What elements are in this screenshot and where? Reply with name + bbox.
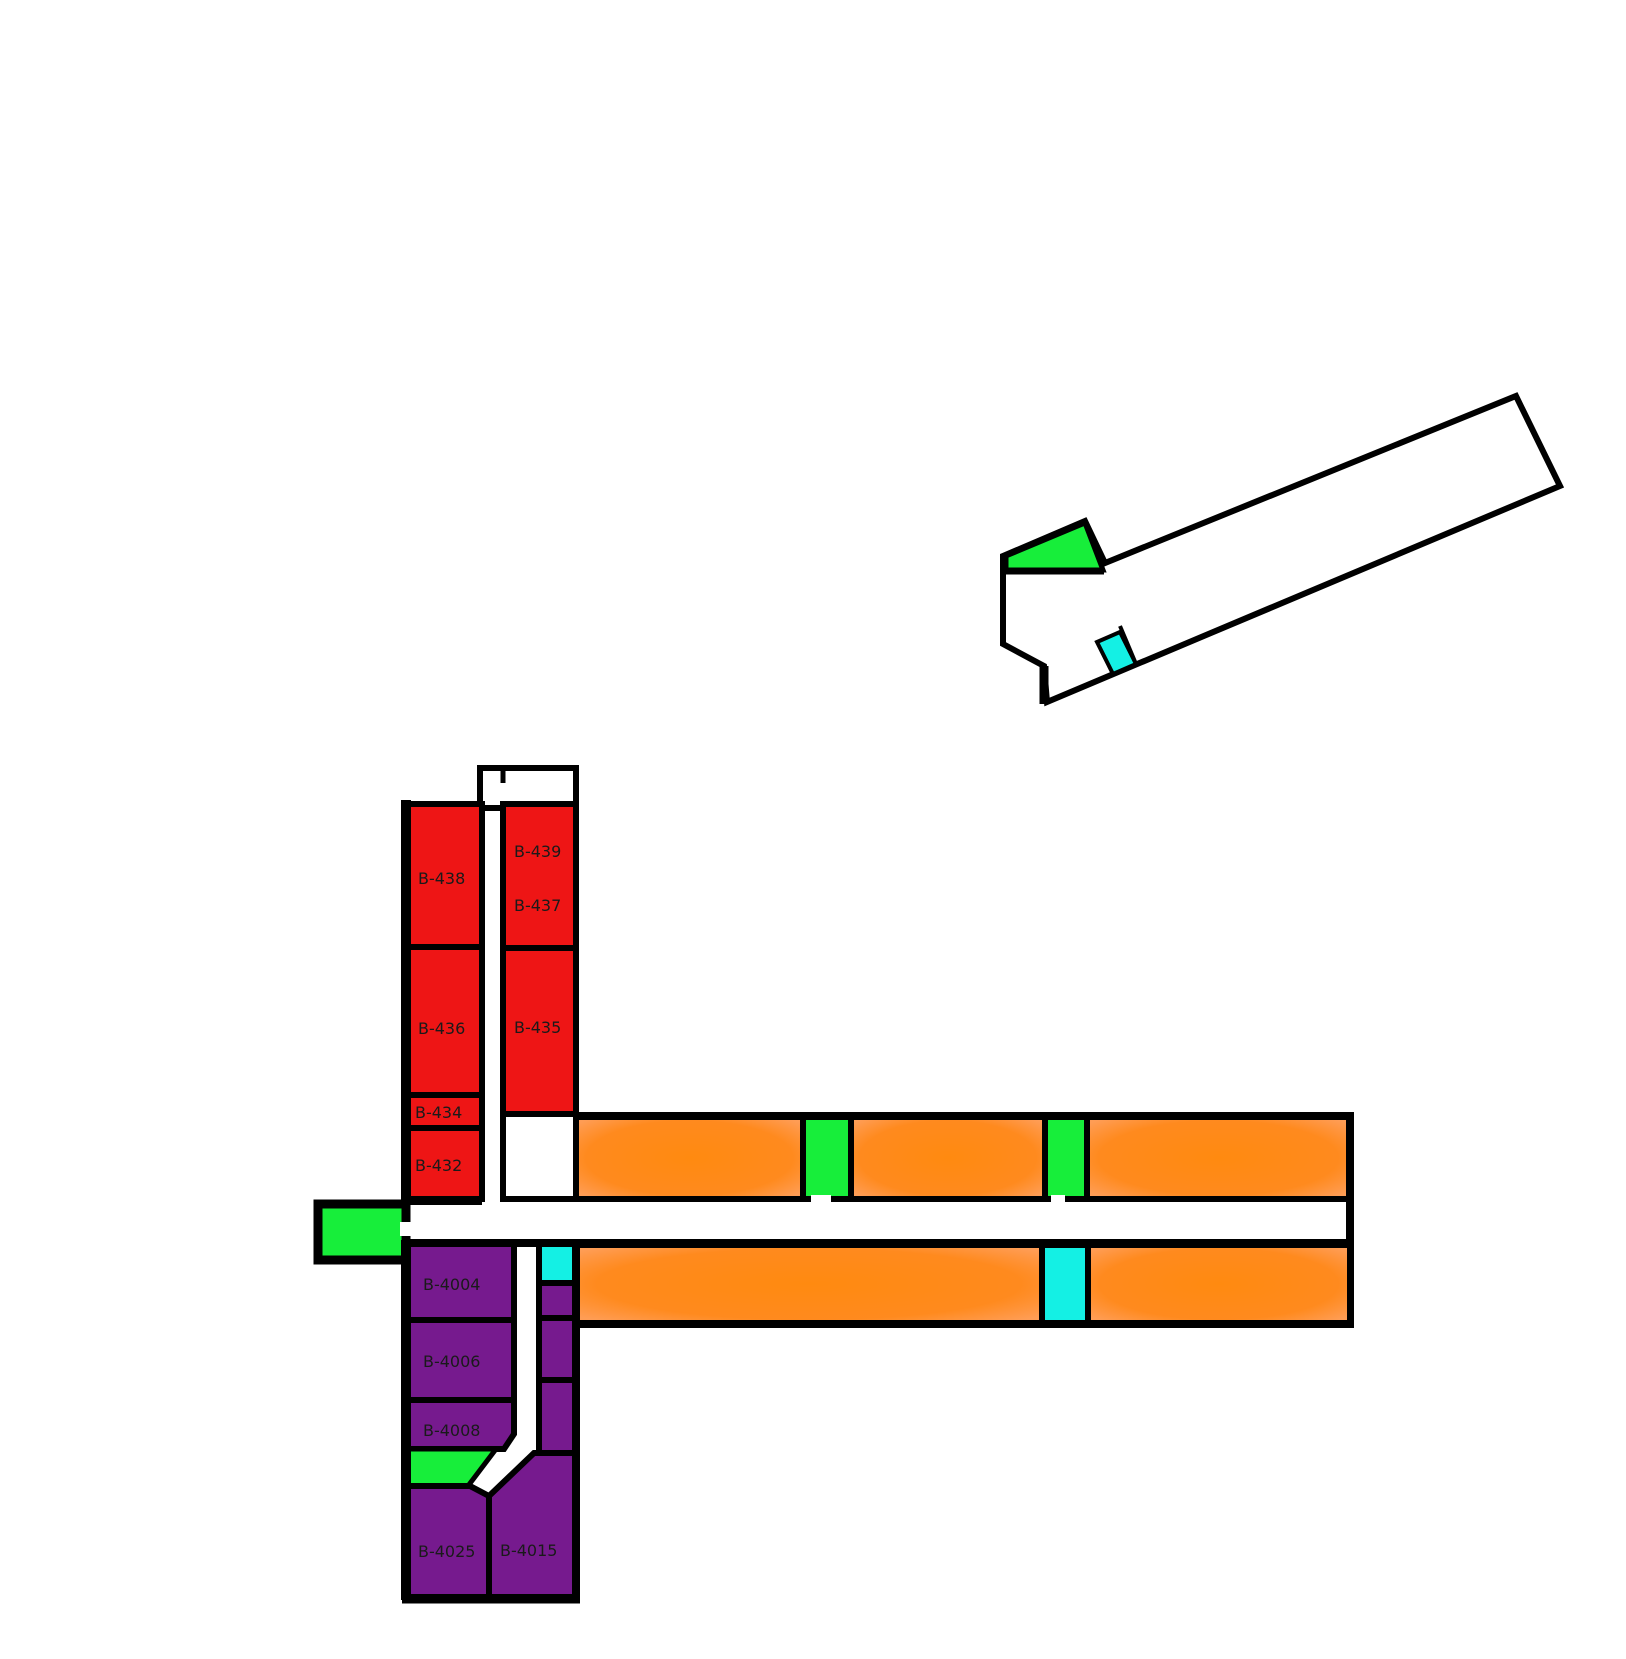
- purple-small-room-1[interactable]: [536, 1280, 579, 1321]
- annex-door-wall: [1118, 625, 1138, 665]
- label-b4025: B-4025: [418, 1542, 475, 1561]
- room-b4004[interactable]: [403, 1240, 517, 1323]
- label-b4015: B-4015: [500, 1541, 557, 1560]
- green-room-purple-wing[interactable]: [403, 1446, 502, 1489]
- room-b439-b437[interactable]: [500, 801, 579, 951]
- door-gap-1: [811, 1195, 831, 1204]
- room-b438[interactable]: [403, 801, 485, 950]
- west-entry-door-gap: [400, 1222, 414, 1236]
- label-b4008: B-4008: [423, 1421, 480, 1440]
- room-b4015[interactable]: [486, 1450, 579, 1600]
- green-room-upper-1[interactable]: [800, 1114, 854, 1202]
- green-room-upper-2[interactable]: [1042, 1114, 1090, 1202]
- room-b435[interactable]: [500, 945, 579, 1117]
- label-b436: B-436: [418, 1019, 465, 1038]
- label-b435: B-435: [514, 1018, 561, 1037]
- orange-room-upper-1[interactable]: [573, 1114, 806, 1202]
- door-gap-2: [1051, 1195, 1065, 1204]
- cyan-room-lower[interactable]: [1039, 1242, 1091, 1326]
- label-b439: B-439: [514, 842, 561, 861]
- room-labels: B-438 B-439 B-437 B-436 B-435 B-434 B-43…: [415, 842, 561, 1561]
- label-b434: B-434: [415, 1103, 462, 1122]
- label-b4004: B-4004: [423, 1275, 480, 1294]
- label-b437: B-437: [514, 896, 561, 915]
- annex-building: [1000, 392, 1565, 707]
- orange-room-lower-2[interactable]: [1085, 1242, 1353, 1326]
- orange-room-upper-3[interactable]: [1084, 1114, 1353, 1202]
- purple-small-room-3[interactable]: [536, 1377, 579, 1456]
- orange-room-upper-2[interactable]: [848, 1114, 1048, 1202]
- label-b432: B-432: [415, 1156, 462, 1175]
- cyan-room-purple-wing[interactable]: [536, 1240, 579, 1286]
- main-building: [313, 765, 1354, 1604]
- label-b438: B-438: [418, 869, 465, 888]
- west-entry-green[interactable]: [313, 1199, 411, 1265]
- purple-small-room-2[interactable]: [536, 1315, 579, 1383]
- label-b4006: B-4006: [423, 1352, 480, 1371]
- orange-room-lower-1[interactable]: [573, 1242, 1045, 1326]
- white-room[interactable]: [500, 1111, 579, 1202]
